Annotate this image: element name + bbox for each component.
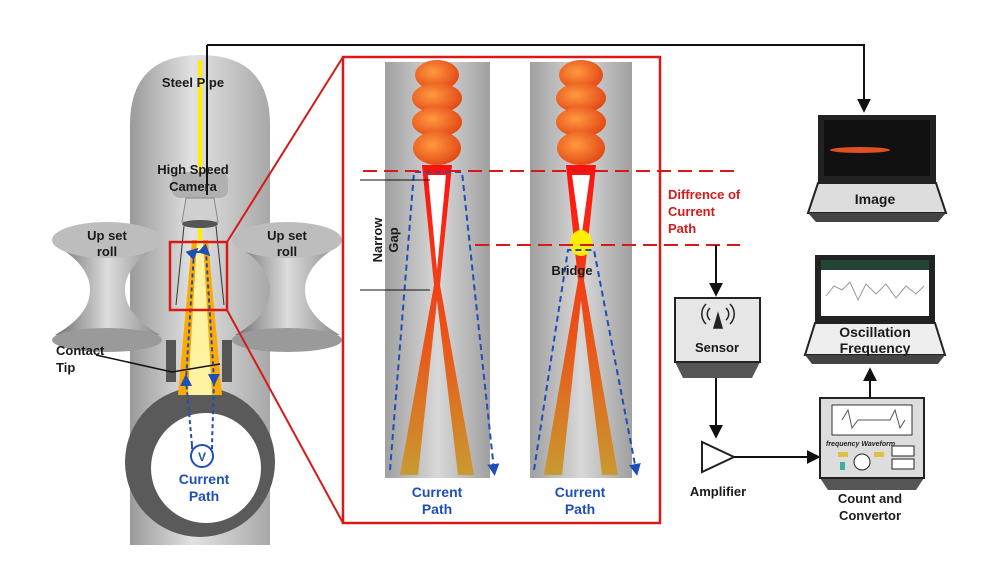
contact-tip-label-2: Tip (56, 360, 75, 375)
high-speed-camera (172, 172, 228, 306)
upset-roll-right (232, 222, 342, 352)
current-path-main-label-2: Path (189, 488, 219, 504)
bridge-panel (530, 60, 641, 478)
roll-left-label-2: roll (97, 244, 117, 259)
camera-label-1: High Speed (157, 162, 229, 177)
current-path-main-label-1: Current (179, 471, 230, 487)
narrow-gap-label-1: Narrow (370, 217, 385, 263)
oscillation-label-1: Oscillation (839, 324, 911, 340)
upset-roll-left (52, 222, 162, 352)
bridge-label: Bridge (551, 263, 592, 278)
camera-label-2: Camera (169, 179, 217, 194)
current-path-left-label-2: Path (422, 501, 452, 517)
current-path-right-label-1: Current (555, 484, 606, 500)
waveform-label: frequency Waveform (826, 441, 895, 448)
count-convertor-device: frequency Waveform (819, 397, 925, 490)
current-path-right-label-2: Path (565, 501, 595, 517)
narrow-gap-panel (385, 60, 500, 478)
voltmeter-icon (190, 444, 214, 468)
difference-label-2: Current (668, 204, 716, 219)
oscillation-laptop (803, 255, 947, 364)
wireless-sensor-icon (701, 303, 735, 329)
oscillation-label-2: Frequency (840, 340, 911, 356)
amplifier-icon (701, 440, 737, 474)
image-label: Image (855, 191, 896, 207)
difference-label-1: Diffrence of (668, 187, 741, 202)
difference-label-3: Path (668, 221, 696, 236)
camera-to-image-arrow (207, 44, 871, 113)
bridge-marker (570, 230, 592, 256)
image-laptop (806, 115, 948, 222)
zoom-region-marker (168, 240, 229, 312)
contact-tip-label-1: Contact (56, 343, 105, 358)
sensor-box (674, 297, 761, 378)
sensor-label: Sensor (695, 340, 739, 355)
count-label-1: Count and (838, 491, 902, 506)
pipe-end-inner (151, 413, 261, 523)
roll-right-label-2: roll (277, 244, 297, 259)
count-label-2: Convertor (839, 508, 901, 523)
roll-left-label-1: Up set (87, 228, 127, 243)
roll-right-label-1: Up set (267, 228, 307, 243)
amplifier-label: Amplifier (690, 484, 746, 499)
current-path-left-label-1: Current (412, 484, 463, 500)
steel-pipe-label: Steel Pipe (162, 75, 224, 90)
contact-tip-right (222, 340, 232, 382)
contact-tip-left (166, 340, 176, 382)
narrow-gap-label-2: Gap (386, 227, 401, 252)
voltmeter-label: V (198, 450, 206, 464)
